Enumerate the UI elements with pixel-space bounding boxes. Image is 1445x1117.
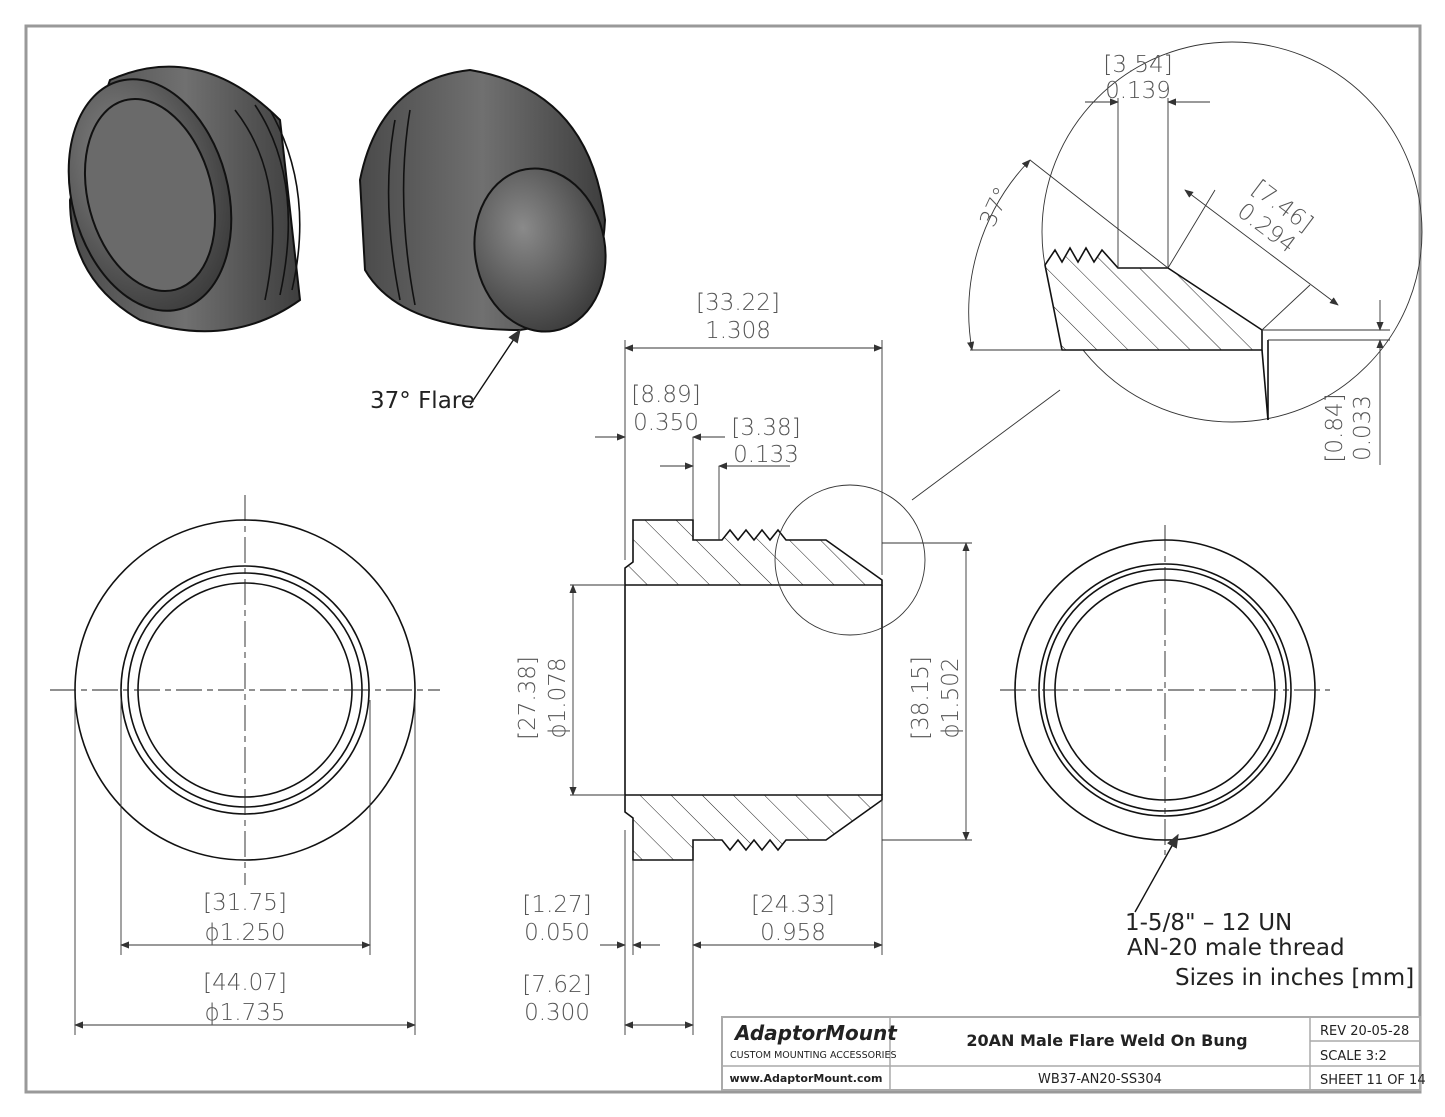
dim-od-flange-in: ϕ1.735 xyxy=(204,1000,285,1026)
isometric-render-back xyxy=(358,68,607,406)
isometric-render-front xyxy=(67,65,302,333)
sheet-number: SHEET 11 OF 14 xyxy=(1320,1073,1426,1088)
sheet-border xyxy=(24,24,1422,1094)
title-block xyxy=(721,1016,1421,1091)
dim-id-face-in: ϕ1.250 xyxy=(204,920,285,946)
company-logo: AdaptorMount xyxy=(733,1021,898,1045)
dim-chamfer-mm: [1.27] xyxy=(522,892,591,918)
dim-detail-a-in: 0.139 xyxy=(1105,78,1171,104)
drawing-title: 20AN Male Flare Weld On Bung xyxy=(966,1031,1247,1050)
end-view-right xyxy=(1000,525,1330,913)
website-link[interactable]: www.AdaptorMount.com xyxy=(729,1072,882,1085)
dim-detail-c-mm: [0.84] xyxy=(1322,393,1348,462)
dim-length-mm: [33.22] xyxy=(696,290,780,316)
end-view-left xyxy=(50,495,440,1035)
company-tagline: CUSTOM MOUNTING ACCESSORIES xyxy=(730,1050,897,1061)
dim-od-flange-mm: [44.07] xyxy=(203,970,287,996)
dim-length-in: 1.308 xyxy=(705,318,771,344)
detail-view xyxy=(967,41,1423,465)
dim-thread-length-mm: [24.33] xyxy=(751,892,835,918)
dim-flange-width-mm: [8.89] xyxy=(631,382,700,408)
dim-detail-c-in: 0.033 xyxy=(1350,395,1376,461)
dim-relief-in: 0.133 xyxy=(733,442,799,468)
dim-id-face-mm: [31.75] xyxy=(203,890,287,916)
revision: REV 20-05-28 xyxy=(1320,1024,1409,1039)
thread-note-2: AN-20 male thread xyxy=(1127,935,1345,961)
dim-bore-mm: [27.38] xyxy=(515,656,541,740)
dim-flange-length-in: 0.300 xyxy=(524,1000,590,1026)
section-view xyxy=(569,340,1061,1035)
angle-label: 37° xyxy=(975,183,1016,231)
dim-flange-width-in: 0.350 xyxy=(633,410,699,436)
dim-chamfer-in: 0.050 xyxy=(524,920,590,946)
flare-note: 37° Flare xyxy=(370,388,475,414)
dim-relief-mm: [3.38] xyxy=(731,415,800,441)
dim-thread-length-in: 0.958 xyxy=(760,920,826,946)
part-number: WB37-AN20-SS304 xyxy=(1038,1072,1162,1087)
dim-flare-od-in: ϕ1.502 xyxy=(938,657,964,738)
dim-bore-in: ϕ1.078 xyxy=(545,657,571,738)
dim-detail-a-mm: [3.54] xyxy=(1103,52,1172,78)
units-note: Sizes in inches [mm] xyxy=(1175,965,1414,991)
dim-flare-od-mm: [38.15] xyxy=(908,656,934,740)
scale: SCALE 3:2 xyxy=(1320,1049,1387,1064)
thread-note-1: 1-5/8" – 12 UN xyxy=(1125,910,1292,936)
dim-flange-length-mm: [7.62] xyxy=(522,972,591,998)
